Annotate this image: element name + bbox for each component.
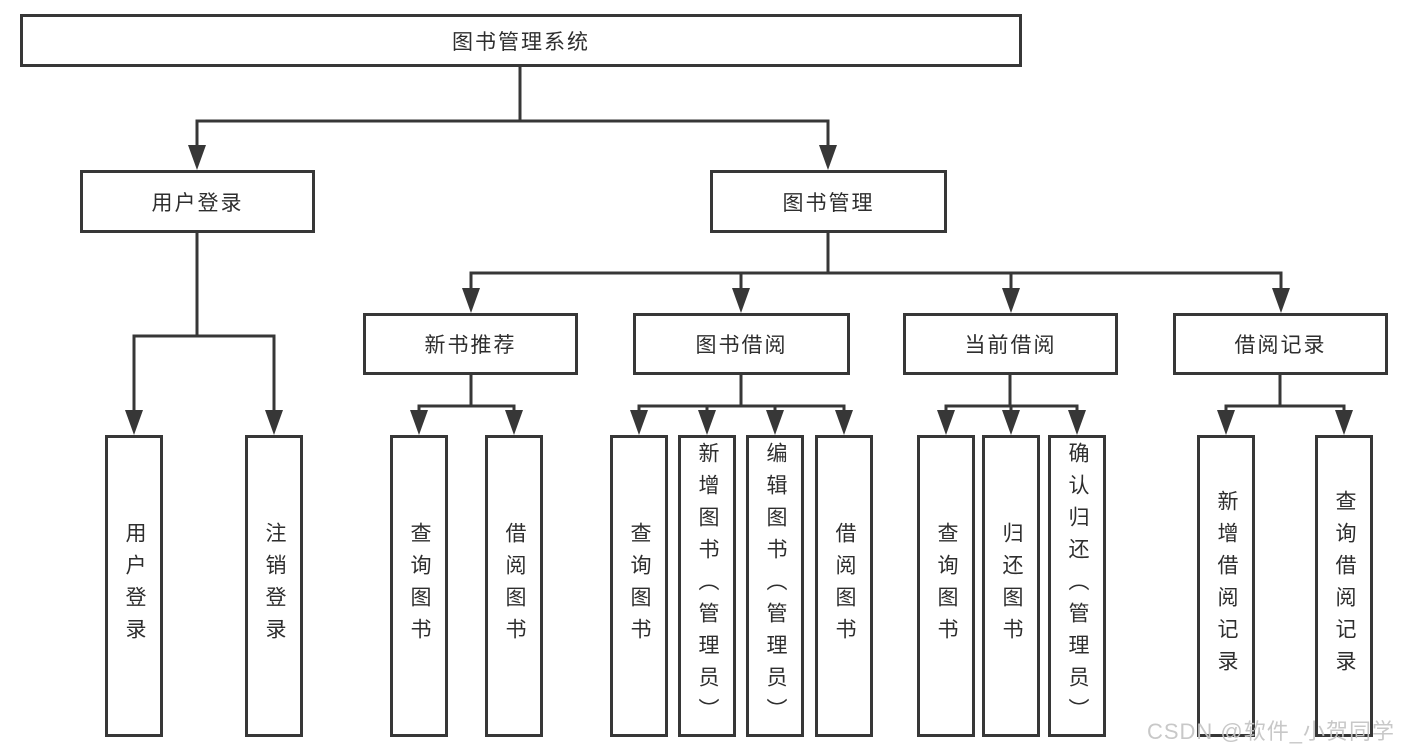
arrow-down-icon [188, 145, 206, 170]
leaf-nbr-query-books-label: 查询图书 [408, 522, 432, 650]
connector-borrow-records-to-leaves [1217, 375, 1353, 435]
node-new-book-rec: 新书推荐 [363, 313, 578, 375]
leaf-cb-return-books: 归还图书 [982, 435, 1040, 737]
leaf-bb-edit-books: 编辑图书（管理员） [746, 435, 804, 737]
node-borrow-records-label: 借阅记录 [1234, 334, 1327, 357]
leaf-cb-query-books: 查询图书 [917, 435, 975, 737]
node-new-book-rec-label: 新书推荐 [424, 334, 517, 357]
leaf-cb-query-books-label: 查询图书 [935, 522, 959, 650]
connector-root-to-level2 [188, 67, 837, 170]
node-book-borrow-label: 图书借阅 [695, 334, 788, 357]
arrow-down-icon [819, 145, 837, 170]
node-book-borrow: 图书借阅 [633, 313, 850, 375]
arrow-down-icon [630, 410, 648, 435]
leaf-br-query-record: 查询借阅记录 [1315, 435, 1373, 737]
node-user-login: 用户登录 [80, 170, 315, 233]
node-root: 图书管理系统 [20, 14, 1022, 67]
leaf-nbr-borrow-books: 借阅图书 [485, 435, 543, 737]
node-book-mgmt: 图书管理 [710, 170, 947, 233]
connector-book-borrow-to-leaves [630, 375, 853, 435]
arrow-down-icon [766, 410, 784, 435]
leaf-cb-return-books-label: 归还图书 [1000, 522, 1024, 650]
arrow-down-icon [1335, 410, 1353, 435]
watermark: CSDN @软件_小贺同学 [1146, 719, 1395, 744]
connector-user-login-to-leaves [125, 233, 283, 435]
leaf-nbr-query-books: 查询图书 [390, 435, 448, 737]
connector-book-mgmt-to-level3 [462, 233, 1290, 313]
leaf-bb-edit-books-label: 编辑图书（管理员） [764, 442, 788, 730]
leaf-nbr-borrow-books-label: 借阅图书 [503, 522, 527, 650]
node-root-label: 图书管理系统 [452, 30, 590, 54]
leaf-br-add-record-label: 新增借阅记录 [1215, 490, 1239, 682]
node-borrow-records: 借阅记录 [1173, 313, 1388, 375]
arrow-down-icon [1002, 410, 1020, 435]
arrow-down-icon [1068, 410, 1086, 435]
leaf-bb-query-books-label: 查询图书 [628, 522, 652, 650]
connector-new-book-rec-to-leaves [410, 375, 523, 435]
leaf-bb-borrow-books-label: 借阅图书 [833, 522, 857, 650]
arrow-down-icon [505, 410, 523, 435]
leaf-user-login: 用户登录 [105, 435, 163, 737]
arrow-down-icon [1272, 288, 1290, 313]
leaf-bb-add-books: 新增图书（管理员） [678, 435, 736, 737]
arrow-down-icon [835, 410, 853, 435]
leaf-bb-borrow-books: 借阅图书 [815, 435, 873, 737]
node-user-login-label: 用户登录 [151, 191, 244, 215]
connector-current-borrow-to-leaves [937, 375, 1086, 435]
leaf-bb-query-books: 查询图书 [610, 435, 668, 737]
arrow-down-icon [410, 410, 428, 435]
leaf-logout-label: 注销登录 [263, 522, 287, 650]
node-book-mgmt-label: 图书管理 [782, 191, 875, 215]
arrow-down-icon [732, 288, 750, 313]
arrow-down-icon [698, 410, 716, 435]
leaf-user-login-label: 用户登录 [123, 522, 147, 650]
leaf-br-add-record: 新增借阅记录 [1197, 435, 1255, 737]
node-current-borrow: 当前借阅 [903, 313, 1118, 375]
leaf-cb-confirm-return: 确认归还（管理员） [1048, 435, 1106, 737]
arrow-down-icon [265, 410, 283, 435]
arrow-down-icon [1002, 288, 1020, 313]
arrow-down-icon [937, 410, 955, 435]
leaf-bb-add-books-label: 新增图书（管理员） [696, 442, 720, 730]
node-current-borrow-label: 当前借阅 [964, 334, 1057, 357]
leaf-cb-confirm-return-label: 确认归还（管理员） [1066, 442, 1090, 730]
arrow-down-icon [1217, 410, 1235, 435]
leaf-br-query-record-label: 查询借阅记录 [1333, 490, 1357, 682]
arrow-down-icon [462, 288, 480, 313]
arrow-down-icon [125, 410, 143, 435]
leaf-logout: 注销登录 [245, 435, 303, 737]
